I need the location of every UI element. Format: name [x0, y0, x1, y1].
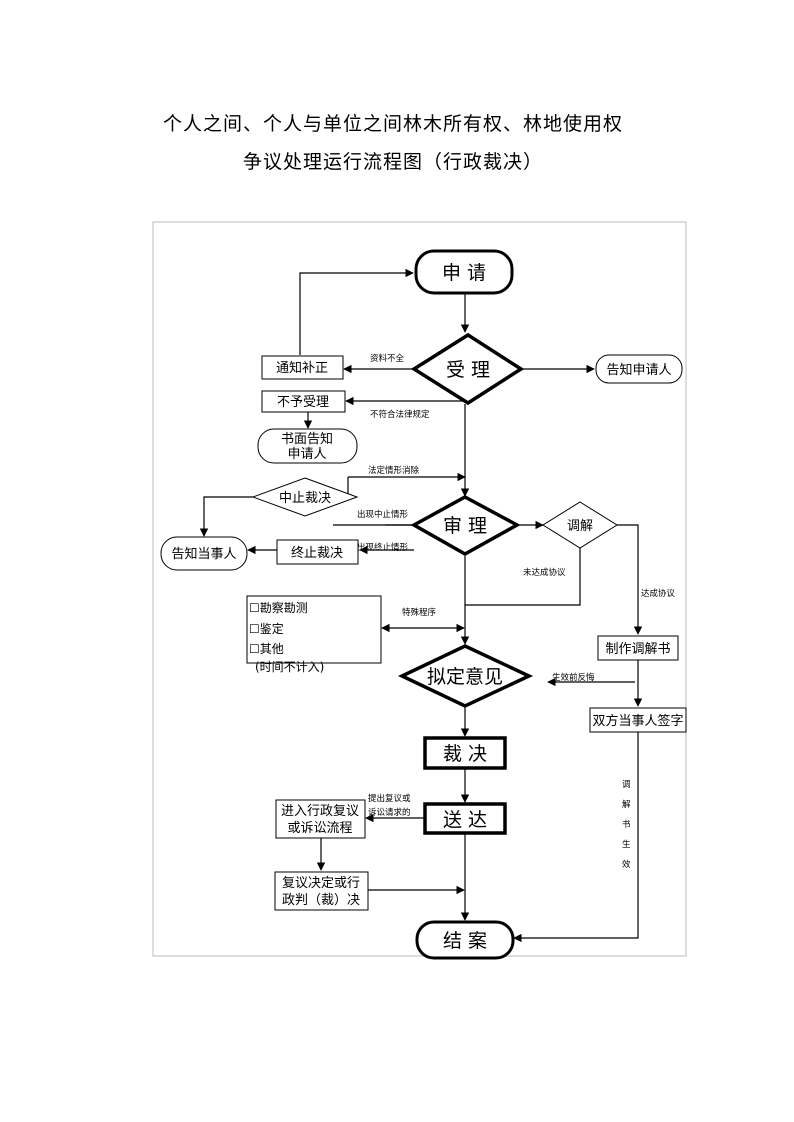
node-notify-party-label: 告知当事人 — [171, 546, 236, 562]
label-special: 特殊程序 — [402, 607, 437, 618]
node-review — [410, 495, 521, 557]
label-not-agreed: 未达成协议 — [523, 567, 566, 578]
node-suspend-label: 中止裁决 — [279, 490, 331, 506]
edge-agreed — [617, 524, 643, 635]
node-make-mediation-label: 制作调解书 — [605, 642, 670, 657]
edge-suspend-party — [199, 496, 253, 537]
label-effective-5: 效 — [622, 859, 631, 870]
node-mediation-label: 调解 — [567, 519, 593, 534]
node-other-label: ☐其他 — [249, 642, 284, 656]
node-close-label: 结 案 — [443, 930, 487, 952]
node-review-result-label-2: 政判（裁）决 — [282, 892, 360, 908]
label-repent: 生效前反悔 — [552, 672, 595, 683]
label-not-legal: 不符合法律规定 — [370, 409, 430, 420]
node-terminate — [276, 539, 359, 565]
node-both-sign-label: 双方当事人签字 — [592, 713, 683, 729]
node-written-notice-label-2: 申请人 — [287, 447, 326, 462]
node-special-box — [246, 595, 382, 664]
node-enter-review — [275, 799, 366, 839]
node-reject-label: 不予受理 — [277, 395, 329, 410]
node-survey-label: ☐勘察勘测 — [249, 601, 308, 615]
label-terminate-case: 出现终止情形 — [357, 542, 409, 553]
edge-not-agreed — [465, 548, 581, 606]
node-notify-correct — [261, 355, 344, 380]
node-mediation — [542, 501, 618, 549]
node-draft-opinion — [397, 644, 534, 708]
node-apply — [414, 249, 514, 295]
label-appeal-2: 诉讼请求的 — [368, 807, 411, 818]
node-ruling — [423, 736, 507, 770]
label-agreed: 达成协议 — [641, 588, 676, 599]
node-terminate-label: 终止裁决 — [291, 545, 343, 561]
node-review-result — [274, 871, 369, 911]
node-written-notice-label-1: 书面告知 — [281, 431, 333, 447]
node-accept-label: 受 理 — [446, 359, 490, 381]
edges — [199, 268, 643, 943]
node-ruling-label: 裁 决 — [443, 743, 487, 765]
node-notify-correct-label: 通知补正 — [276, 360, 328, 376]
node-deliver-label: 送 达 — [443, 809, 487, 831]
node-reject — [261, 390, 346, 413]
page-title-line1: 个人之间、个人与单位之间林木所有权、林地使用权 — [162, 113, 623, 135]
edge-sign-close — [513, 732, 639, 943]
node-make-mediation — [597, 635, 679, 661]
label-resolved: 法定情形消除 — [368, 465, 420, 476]
node-close — [415, 920, 515, 960]
diagram-frame — [152, 221, 687, 957]
node-suspend — [251, 477, 359, 517]
node-apply-label: 申 请 — [442, 262, 486, 284]
node-both-sign — [589, 707, 687, 733]
node-time-note-label: (时间不计入) — [255, 660, 324, 674]
label-appeal-1: 提出复议或 — [368, 793, 411, 804]
node-draft-opinion-label: 拟定意见 — [427, 666, 503, 688]
page-title-line2: 争议处理运行流程图（行政裁决） — [242, 151, 543, 173]
node-enter-review-label-1: 进入行政复议 — [281, 804, 359, 819]
label-effective-2: 解 — [622, 799, 631, 810]
node-notify-party — [160, 536, 248, 571]
node-notify-applicant — [595, 354, 683, 384]
label-suspend-case: 出现中止情形 — [357, 509, 409, 520]
label-effective-3: 书 — [622, 819, 631, 830]
node-accept — [410, 332, 525, 406]
node-review-label: 审 理 — [443, 515, 487, 537]
label-incomplete: 资料不全 — [370, 353, 405, 364]
node-deliver — [423, 802, 507, 835]
edge-correct-loop — [299, 268, 414, 355]
node-enter-review-label-2: 或诉讼流程 — [287, 821, 352, 836]
node-notify-applicant-label: 告知申请人 — [606, 362, 671, 378]
node-appraisal-label: ☐鉴定 — [249, 621, 284, 636]
node-review-result-label-1: 复议决定或行 — [282, 876, 360, 891]
node-written-notice — [257, 428, 358, 464]
label-effective-4: 生 — [622, 839, 631, 850]
label-effective-1: 调 — [622, 780, 631, 790]
